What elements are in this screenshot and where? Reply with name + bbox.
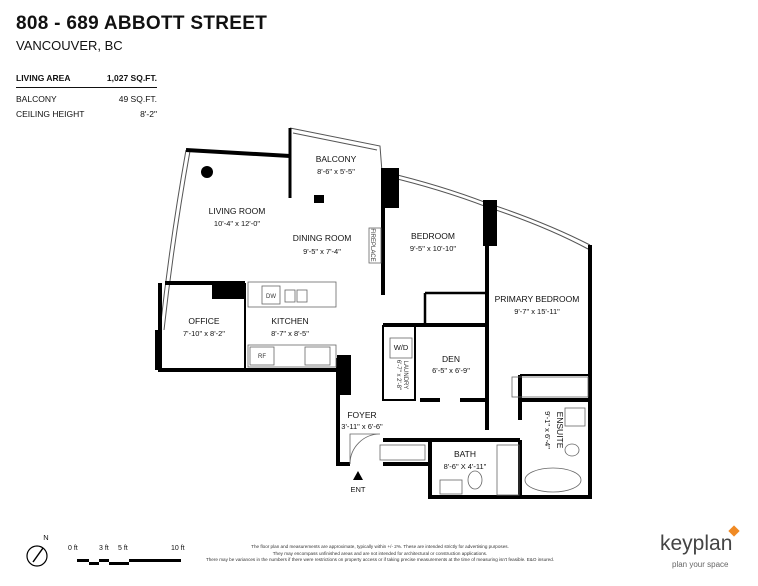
- toilet: [564, 443, 580, 457]
- scale-label: 3 ft: [99, 545, 109, 552]
- room-bath-dims: 8'-6" X 4'-11": [444, 462, 487, 471]
- room-ensuite-dims: 9'-1" x 6'-4": [543, 411, 552, 449]
- toilet: [467, 470, 483, 490]
- disclaimer-line: There may be variances in the numbers if…: [205, 557, 555, 562]
- bathtub: [524, 467, 582, 493]
- room-kitchen-dims: 8'-7" x 8'-5": [271, 329, 309, 338]
- room-den-name: DEN: [442, 354, 460, 364]
- fridge: [249, 346, 275, 366]
- wall-blocks: [155, 166, 497, 395]
- room-primary-bedroom-dims: 9'-7" x 15'-11": [514, 307, 560, 316]
- room-living-dims: 10'-4" x 12'-0": [214, 219, 260, 228]
- sink: [439, 479, 463, 495]
- scale-label: 10 ft: [171, 545, 185, 552]
- fireplace: [368, 227, 382, 264]
- room-kitchen-name: KITCHEN: [271, 316, 308, 326]
- room-bedroom-name: BEDROOM: [411, 231, 455, 241]
- north-label: N: [43, 533, 48, 542]
- room-balcony-dims: 8'-6" x 5'-5": [317, 167, 355, 176]
- entry-door: [349, 433, 381, 465]
- sink: [564, 407, 586, 427]
- room-bedroom-dims: 9'-5" x 10'-10": [410, 244, 456, 253]
- entrance-label: ENT: [351, 485, 366, 494]
- room-office-name: OFFICE: [188, 316, 219, 326]
- area-label: LIVING AREA: [16, 73, 71, 83]
- area-row-balcony: BALCONY 49 SQ.FT.: [16, 94, 157, 104]
- washer-dryer-label: W/D: [394, 343, 409, 352]
- room-den-dims: 6'-5" x 6'-9": [432, 366, 470, 375]
- fixtures: [247, 227, 589, 496]
- area-label: BALCONY: [16, 94, 57, 104]
- area-row-ceiling: CEILING HEIGHT 8'-2": [16, 109, 157, 119]
- room-dining-dims: 9'-5" x 7'-4": [303, 247, 341, 256]
- property-city: VANCOUVER, BC: [16, 38, 123, 53]
- room-foyer-name: FOYER: [347, 410, 376, 420]
- room-primary-bedroom-name: PRIMARY BEDROOM: [495, 294, 580, 304]
- scale-bar: [77, 559, 181, 565]
- cooktop: [304, 346, 331, 366]
- dishwasher-label: DW: [266, 294, 276, 300]
- disclaimer: The floor plan and measurements are appr…: [190, 544, 570, 564]
- area-row-living: LIVING AREA 1,027 SQ.FT.: [16, 73, 157, 88]
- disclaimer-line: The floor plan and measurements are appr…: [251, 544, 509, 549]
- compass-icon: [26, 545, 48, 567]
- area-value: 49 SQ.FT.: [118, 94, 157, 104]
- room-laundry-name: LAUNDRY: [402, 361, 408, 390]
- washer-dryer: [389, 337, 413, 359]
- room-ensuite-name: ENSUITE: [555, 412, 565, 449]
- fireplace-label: FIREPLACE: [369, 228, 375, 261]
- room-bath-name: BATH: [454, 449, 476, 459]
- room-office-dims: 7'-10" x 8'-2": [183, 329, 225, 338]
- room-foyer-dims: 3'-11" x 6'-6": [341, 422, 383, 431]
- room-living-name: LIVING ROOM: [209, 206, 266, 216]
- fridge-label: RF: [258, 354, 266, 360]
- dishwasher: [261, 285, 281, 305]
- entrance-arrow-icon: [353, 471, 363, 480]
- area-value: 8'-2": [140, 109, 157, 119]
- column: [201, 166, 213, 178]
- room-balcony-name: BALCONY: [316, 154, 357, 164]
- scale-label: 0 ft: [68, 545, 78, 552]
- room-dining-name: DINING ROOM: [293, 233, 352, 243]
- keyplan-tagline: plan your space: [672, 560, 729, 569]
- shower: [496, 444, 520, 496]
- area-label: CEILING HEIGHT: [16, 109, 85, 119]
- property-address: 808 - 689 ABBOTT STREET: [16, 13, 268, 34]
- disclaimer-line: They may encompass unfinished areas and …: [272, 550, 488, 556]
- keyplan-logo: keyplan: [660, 532, 733, 555]
- windows: [159, 127, 591, 331]
- area-value: 1,027 SQ.FT.: [106, 73, 157, 83]
- room-laundry-dims: 6'-7" x 2'-8": [395, 360, 401, 390]
- scale-label: 5 ft: [118, 545, 128, 552]
